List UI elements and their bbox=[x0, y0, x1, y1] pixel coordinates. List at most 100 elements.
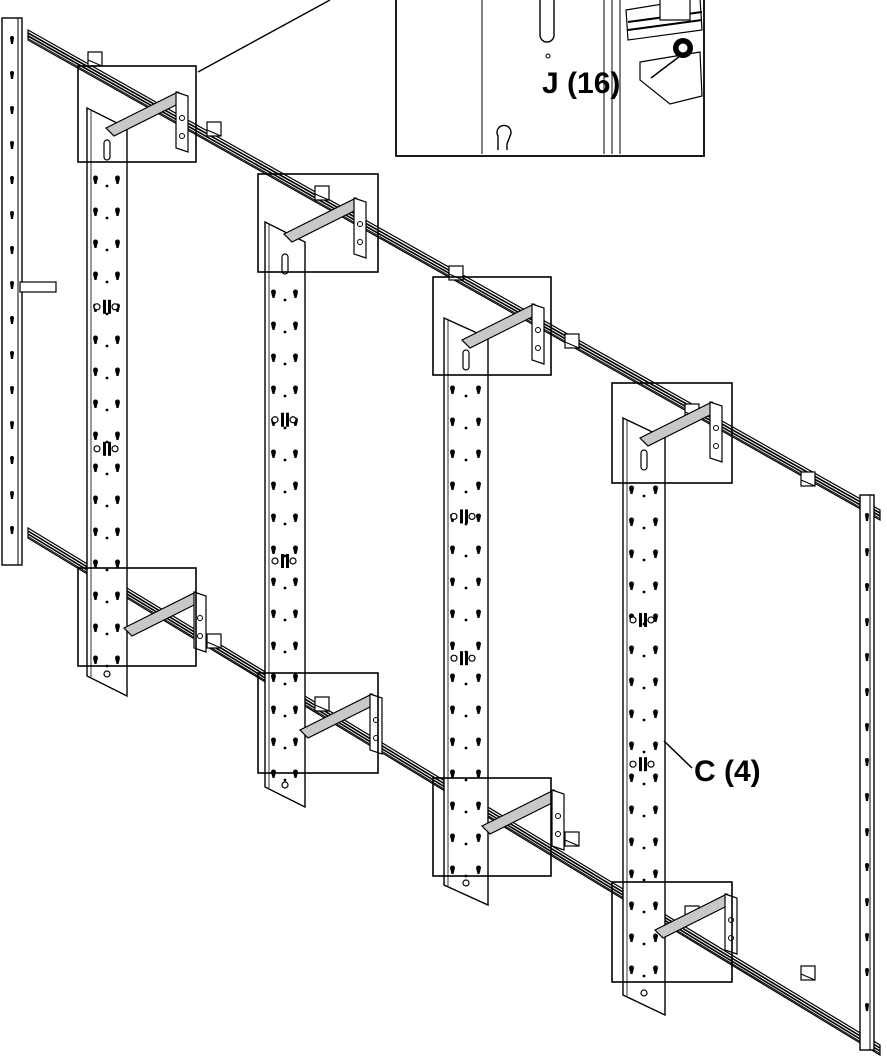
hole-icon bbox=[464, 746, 468, 750]
slot-icon bbox=[640, 449, 648, 471]
bracket-3-top-hook bbox=[531, 303, 545, 365]
ring-icon bbox=[647, 616, 655, 624]
rail-clip-body bbox=[314, 696, 330, 712]
keyhole-icon bbox=[865, 583, 869, 591]
ring-icon bbox=[450, 512, 458, 521]
hole-icon bbox=[283, 618, 287, 622]
hole-icon bbox=[642, 686, 646, 690]
side-frames bbox=[1, 17, 875, 1051]
keyhole-icon bbox=[450, 385, 455, 394]
keyhole-icon bbox=[450, 737, 455, 746]
hole-icon bbox=[283, 490, 287, 494]
bracket-2-top-hook bbox=[353, 197, 367, 259]
rail-clip-edge bbox=[206, 129, 222, 137]
keyhole-icon bbox=[653, 965, 658, 974]
keyhole-icon bbox=[115, 655, 120, 664]
slot-bar-icon bbox=[281, 412, 284, 427]
keyhole-icon bbox=[115, 463, 120, 472]
hole-icon bbox=[105, 600, 109, 604]
hole-icon bbox=[464, 778, 468, 782]
slot-bar-icon bbox=[465, 651, 468, 666]
hole-icon bbox=[105, 504, 109, 508]
slot-bar-icon bbox=[286, 412, 289, 427]
ring-icon bbox=[289, 416, 297, 424]
bracket-4-bottom-hook bbox=[724, 893, 738, 955]
bracket-3-top bbox=[460, 303, 545, 365]
screw-icon bbox=[555, 831, 561, 837]
hole-icon bbox=[105, 376, 109, 380]
detail-keyhole-icon bbox=[496, 124, 512, 150]
hole-icon bbox=[642, 558, 646, 562]
keyhole-icon bbox=[476, 833, 481, 842]
keyhole-icon bbox=[629, 965, 634, 974]
rail-clip-edge bbox=[564, 341, 580, 349]
keyhole-icon bbox=[271, 289, 276, 298]
keyhole-icon bbox=[293, 289, 298, 298]
keyhole-icon bbox=[10, 526, 14, 534]
ring-icon bbox=[93, 445, 101, 453]
slot-bar-icon bbox=[644, 757, 647, 772]
keyhole-icon bbox=[271, 513, 276, 522]
keyhole-icon bbox=[865, 968, 869, 976]
ring-icon bbox=[468, 654, 476, 662]
hole-icon bbox=[642, 942, 646, 946]
screw-icon bbox=[179, 115, 185, 121]
keyhole-icon bbox=[115, 623, 120, 632]
plate-1 bbox=[86, 106, 128, 698]
keyhole-icon bbox=[653, 645, 658, 654]
keyhole-icon bbox=[450, 801, 455, 810]
keyhole-icon bbox=[865, 933, 869, 941]
slot-group-icon bbox=[93, 441, 119, 456]
keyhole-icon bbox=[10, 351, 14, 359]
hole-icon bbox=[642, 878, 646, 882]
bracket-highlight-box bbox=[432, 777, 552, 877]
keyhole-icon bbox=[476, 865, 481, 874]
keyhole-icon bbox=[629, 901, 634, 910]
rail-clip-body bbox=[448, 265, 464, 281]
plate-3 bbox=[443, 316, 489, 907]
keyhole-icon bbox=[450, 609, 455, 618]
hole-icon bbox=[283, 298, 287, 302]
keyhole-icon bbox=[293, 321, 298, 330]
keyhole-icon bbox=[629, 869, 634, 878]
keyhole-icon bbox=[271, 385, 276, 394]
hole-icon bbox=[464, 426, 468, 430]
bracket-highlight-box bbox=[257, 173, 379, 273]
bottom-hole-icon bbox=[281, 781, 289, 789]
hole-icon bbox=[105, 568, 109, 572]
keyhole-icon bbox=[629, 581, 634, 590]
hole-icon bbox=[642, 782, 646, 786]
keyhole-icon bbox=[629, 837, 634, 846]
keyhole-icon bbox=[865, 828, 869, 836]
slot-group-icon bbox=[629, 757, 655, 772]
hole-icon bbox=[642, 974, 646, 978]
ring-icon bbox=[111, 445, 119, 453]
hole-icon bbox=[105, 536, 109, 540]
keyhole-icon bbox=[293, 673, 298, 682]
rail-clip-edge bbox=[564, 839, 580, 847]
keyhole-icon bbox=[93, 591, 98, 600]
slot-group-icon bbox=[450, 651, 476, 666]
hardware-leader-line bbox=[650, 55, 681, 79]
screw-icon bbox=[197, 615, 203, 621]
slot-bar-icon bbox=[103, 299, 106, 314]
keyhole-icon bbox=[293, 737, 298, 746]
slot-bar-icon bbox=[281, 554, 284, 568]
right-side-frame-body bbox=[859, 494, 875, 1051]
slot-bar-icon bbox=[108, 299, 111, 314]
keyhole-icon bbox=[629, 485, 634, 494]
bracket-2-top bbox=[282, 197, 367, 259]
ring-icon bbox=[289, 557, 297, 565]
keyhole-icon bbox=[865, 618, 869, 626]
bracket-1-top-hook bbox=[175, 91, 189, 153]
rail-clip-body bbox=[206, 121, 222, 137]
screw-icon bbox=[197, 633, 203, 639]
keyhole-icon bbox=[115, 431, 120, 440]
keyhole-icon bbox=[476, 801, 481, 810]
keyhole-icon bbox=[865, 653, 869, 661]
keyhole-icon bbox=[476, 385, 481, 394]
keyhole-icon bbox=[10, 386, 14, 394]
hole-icon bbox=[105, 312, 109, 316]
keyhole-icon bbox=[653, 517, 658, 526]
bracket-3-bottom-hook bbox=[551, 789, 565, 851]
